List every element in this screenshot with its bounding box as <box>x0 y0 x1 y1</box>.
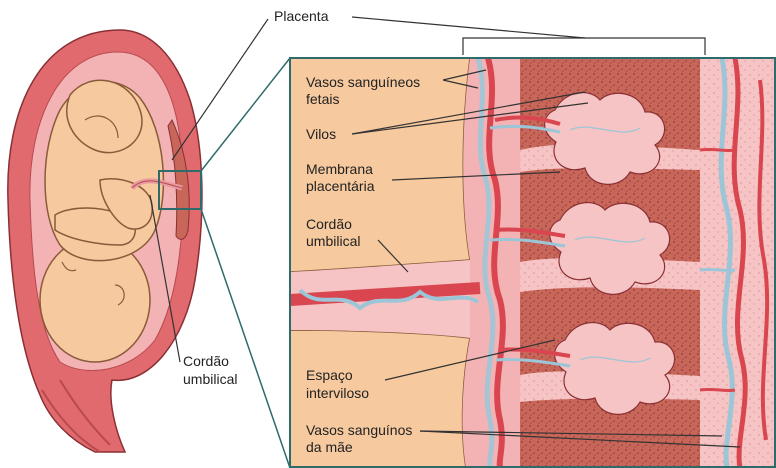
label-placenta: Placenta <box>274 8 329 24</box>
label-membrane-1: Membrana <box>306 161 373 177</box>
label-cord-inset-1: Cordão <box>306 216 352 232</box>
label-fetal-vessels-1: Vasos sanguíneos <box>306 74 420 90</box>
label-cord-left-1: Cordão <box>183 353 229 369</box>
label-cord-left-2: umbilical <box>183 371 237 387</box>
label-intervillous-1: Espaço <box>306 367 353 383</box>
label-cord-inset-2: umbilical <box>306 233 360 249</box>
inset-detail <box>290 58 776 468</box>
label-membrane-2: placentária <box>306 178 375 194</box>
label-intervillous-2: interviloso <box>306 385 369 401</box>
label-fetal-vessels-2: fetais <box>306 91 339 107</box>
label-maternal-vessels-1: Vasos sanguínos <box>306 422 412 438</box>
uterus-illustration <box>8 30 202 452</box>
label-maternal-vessels-2: da mãe <box>306 439 353 455</box>
label-villi: Vilos <box>306 126 336 142</box>
fetus <box>40 80 163 362</box>
